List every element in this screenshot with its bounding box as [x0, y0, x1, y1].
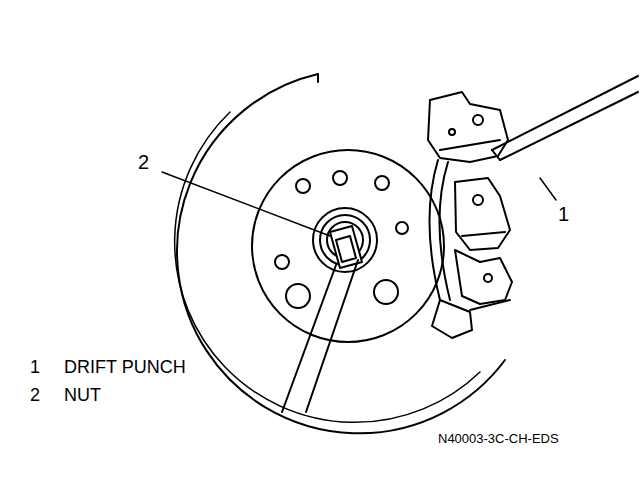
line-art [440, 140, 500, 150]
line-art [252, 150, 444, 342]
line-art [375, 176, 389, 190]
line-art [282, 265, 336, 412]
line-art [333, 171, 347, 185]
line-art [317, 74, 319, 82]
line-art [449, 129, 455, 135]
legend-text: DRIFT PUNCH [64, 358, 186, 376]
line-art [428, 92, 508, 162]
line-art [313, 208, 377, 272]
line-art [484, 274, 492, 282]
callout-number: 2 [138, 152, 149, 172]
legend-number: 2 [30, 386, 40, 404]
line-art [162, 74, 638, 433]
line-art [540, 178, 556, 200]
callout-number: 1 [558, 204, 569, 224]
line-art [306, 260, 358, 412]
line-art [473, 115, 483, 125]
line-art [396, 222, 408, 234]
line-art [492, 150, 500, 160]
line-art [439, 162, 450, 300]
line-art [455, 178, 510, 250]
line-art [473, 195, 483, 205]
line-art [462, 232, 505, 236]
line-art [162, 172, 330, 236]
line-art [470, 300, 510, 310]
line-art [296, 179, 310, 193]
line-art [374, 280, 398, 304]
line-art [432, 300, 472, 338]
line-art [429, 160, 440, 300]
line-art [275, 255, 289, 269]
legend-text: NUT [64, 386, 101, 404]
line-art [286, 284, 310, 308]
line-art [175, 112, 480, 422]
line-art [336, 236, 356, 262]
line-art [455, 250, 512, 304]
line-art [500, 92, 638, 160]
legend-number: 1 [30, 358, 40, 376]
line-art [492, 76, 638, 150]
figure-code: N40003-3C-CH-EDS [438, 432, 559, 445]
